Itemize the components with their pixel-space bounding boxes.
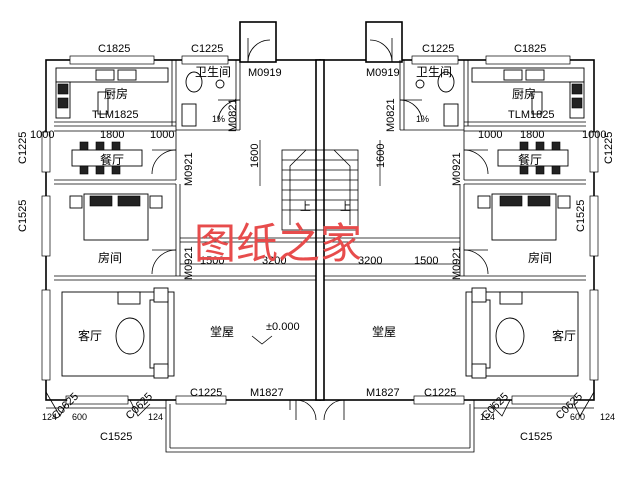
slope-label: 1% xyxy=(416,114,429,124)
room-label-hall: 堂屋 xyxy=(210,325,234,339)
door-label: TLM1825 xyxy=(508,109,554,121)
window-label: C1225 xyxy=(603,132,615,164)
elevation-label: ±0.000 xyxy=(266,321,300,333)
dimension-label: 124 xyxy=(148,412,163,422)
watermark: 图纸之家 xyxy=(194,219,362,268)
door-label: M0821 xyxy=(227,98,239,132)
dimension-label: 1600 xyxy=(249,144,261,168)
dimension-label: 1500 xyxy=(414,255,438,267)
dimension-label: 1000 xyxy=(582,129,606,141)
room-label-dining: 餐厅 xyxy=(518,152,542,167)
furniture-left xyxy=(55,67,225,379)
room-label-kitchen: 厨房 xyxy=(512,86,536,101)
window-label: C1825 xyxy=(514,43,546,55)
dimension-label: 1600 xyxy=(375,144,387,168)
dimension-label: 600 xyxy=(72,412,87,422)
dimension-label: 1500 xyxy=(200,255,224,267)
door-label: M0919 xyxy=(248,67,282,79)
door-label: TLM1825 xyxy=(92,109,138,121)
window-label: C1525 xyxy=(100,431,132,443)
dimension-label: 1000 xyxy=(150,129,174,141)
doors xyxy=(151,38,489,421)
window-label: C1825 xyxy=(98,43,130,55)
window-label: C1525 xyxy=(17,200,29,232)
window-label: C1225 xyxy=(191,43,223,55)
stair-up-label: 上 xyxy=(340,200,351,213)
dimension-label: 1000 xyxy=(478,129,502,141)
windows xyxy=(41,55,599,417)
room-label-living: 客厅 xyxy=(78,328,102,343)
dimension-label: 3200 xyxy=(358,255,382,267)
dimension-label: 600 xyxy=(570,412,585,422)
room-label-bathroom: 卫生间 xyxy=(195,65,231,79)
dimension-label: 1800 xyxy=(520,129,544,141)
interior-walls-left xyxy=(54,60,316,410)
dimension-label: 124 xyxy=(480,412,495,422)
window-label: C1525 xyxy=(520,431,552,443)
stair-up-label: 上 xyxy=(300,200,311,213)
room-label-bedroom: 房间 xyxy=(528,250,552,265)
window-label: C1225 xyxy=(424,387,456,399)
room-label-dining: 餐厅 xyxy=(100,152,124,167)
room-label-living: 客厅 xyxy=(552,328,576,343)
room-label-kitchen: 厨房 xyxy=(104,86,128,101)
door-label: M0921 xyxy=(451,246,463,280)
door-label: M0921 xyxy=(451,152,463,186)
dimension-label: 1800 xyxy=(100,129,124,141)
window-label: C1225 xyxy=(17,132,29,164)
window-label: C1225 xyxy=(422,43,454,55)
room-label-hall: 堂屋 xyxy=(372,325,396,339)
door-label: M1827 xyxy=(366,387,400,399)
window-label: C1225 xyxy=(190,387,222,399)
door-label: M0821 xyxy=(385,98,397,132)
slope-label: 1% xyxy=(212,114,225,124)
furniture-right xyxy=(415,67,585,379)
door-label: M1827 xyxy=(250,387,284,399)
window-label: C1525 xyxy=(575,200,587,232)
door-label: M0919 xyxy=(366,67,400,79)
dimension-label: 124 xyxy=(600,412,615,422)
dimension-label: 3200 xyxy=(262,255,286,267)
interior-walls-right xyxy=(324,60,586,281)
staircase xyxy=(180,149,460,243)
room-label-bathroom: 卫生间 xyxy=(416,65,452,79)
dimension-label: 124 xyxy=(42,412,57,422)
door-label: M0921 xyxy=(183,246,195,280)
room-label-bedroom: 房间 xyxy=(98,250,122,265)
dimension-lines xyxy=(46,130,594,409)
dimension-label: 1000 xyxy=(30,129,54,141)
door-label: M0921 xyxy=(183,152,195,186)
